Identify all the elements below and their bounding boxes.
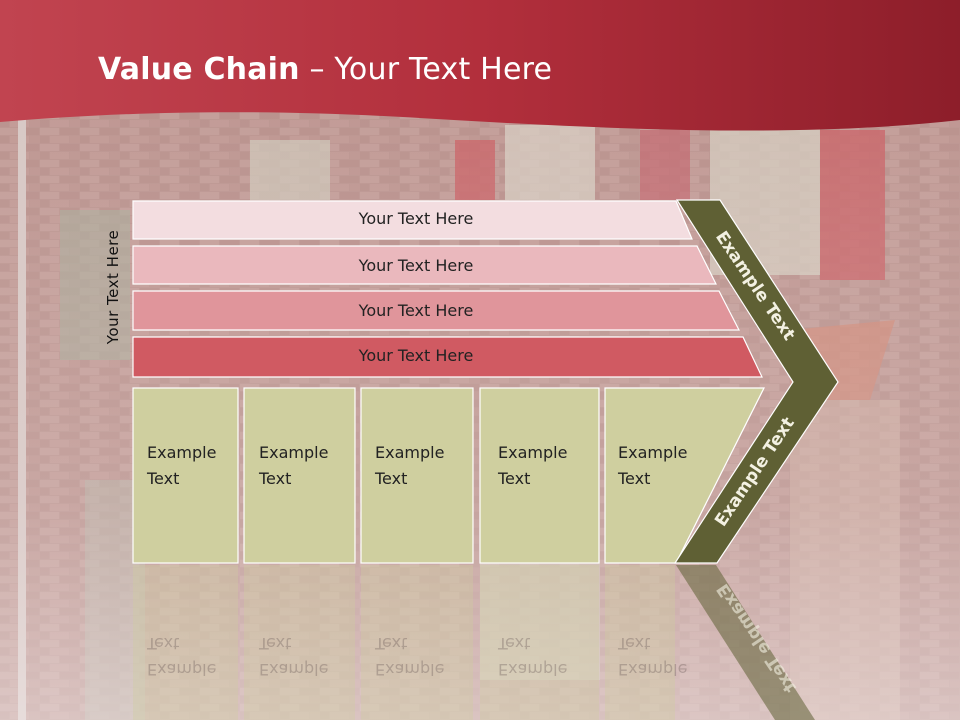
cell-5-line-2: Text (618, 469, 651, 488)
refl-4-line-1: Example (498, 660, 568, 679)
refl-3-line-2: Text (375, 634, 408, 653)
cell-reflection-1: Example Text (147, 630, 216, 682)
cell-shape-3 (360, 387, 474, 564)
row-shape-2 (132, 245, 717, 285)
cell-label-1: Example Text (147, 440, 216, 492)
refl-1-line-2: Text (147, 634, 180, 653)
cell-4-line-1: Example (498, 443, 568, 462)
row-label-1: Your Text Here (358, 209, 474, 228)
cell-label-2: Example Text (259, 440, 328, 492)
cell-3-line-1: Example (375, 443, 445, 462)
title-bold: Value Chain (98, 52, 300, 87)
cell-reflection-2: Example Text (259, 630, 328, 682)
cell-label-3: Example Text (375, 440, 444, 492)
row-shape-3 (132, 290, 740, 331)
refl-2-line-1: Example (259, 660, 329, 679)
refl-4-line-2: Text (498, 634, 531, 653)
row-shape-4 (132, 336, 763, 378)
row-label-2: Your Text Here (358, 256, 474, 275)
cell-reflection-4: Example Text (498, 630, 567, 682)
cell-2-line-2: Text (259, 469, 292, 488)
header-band (0, 0, 960, 131)
cell-label-4: Example Text (498, 440, 567, 492)
title-rest: – Your Text Here (299, 52, 553, 87)
cell-shape-2 (243, 387, 356, 564)
cell-shape-1 (132, 387, 239, 564)
row-shape-1 (132, 200, 693, 240)
refl-5-line-1: Example (618, 660, 688, 679)
chevron-shape (673, 199, 839, 564)
refl-5-line-2: Text (618, 634, 651, 653)
row-label-4: Your Text Here (358, 346, 474, 365)
cell-4-line-2: Text (498, 469, 531, 488)
refl-2-line-2: Text (259, 634, 292, 653)
cell-reflection-3: Example Text (375, 630, 444, 682)
cell-label-5: Example Text (618, 440, 687, 492)
cell-5-line-1: Example (618, 443, 688, 462)
cell-2-line-1: Example (259, 443, 329, 462)
chevron-reflection (676, 565, 815, 720)
cell-shape-4 (479, 387, 600, 564)
page-title: Value Chain – Your Text Here (98, 52, 552, 87)
refl-3-line-1: Example (375, 660, 445, 679)
cell-1-line-1: Example (147, 443, 217, 462)
cell-3-line-2: Text (375, 469, 408, 488)
diagram-reflection (133, 565, 675, 720)
cell-reflection-5: Example Text (618, 630, 687, 682)
row-label-3: Your Text Here (358, 301, 474, 320)
refl-1-line-1: Example (147, 660, 217, 679)
cell-1-line-2: Text (147, 469, 180, 488)
